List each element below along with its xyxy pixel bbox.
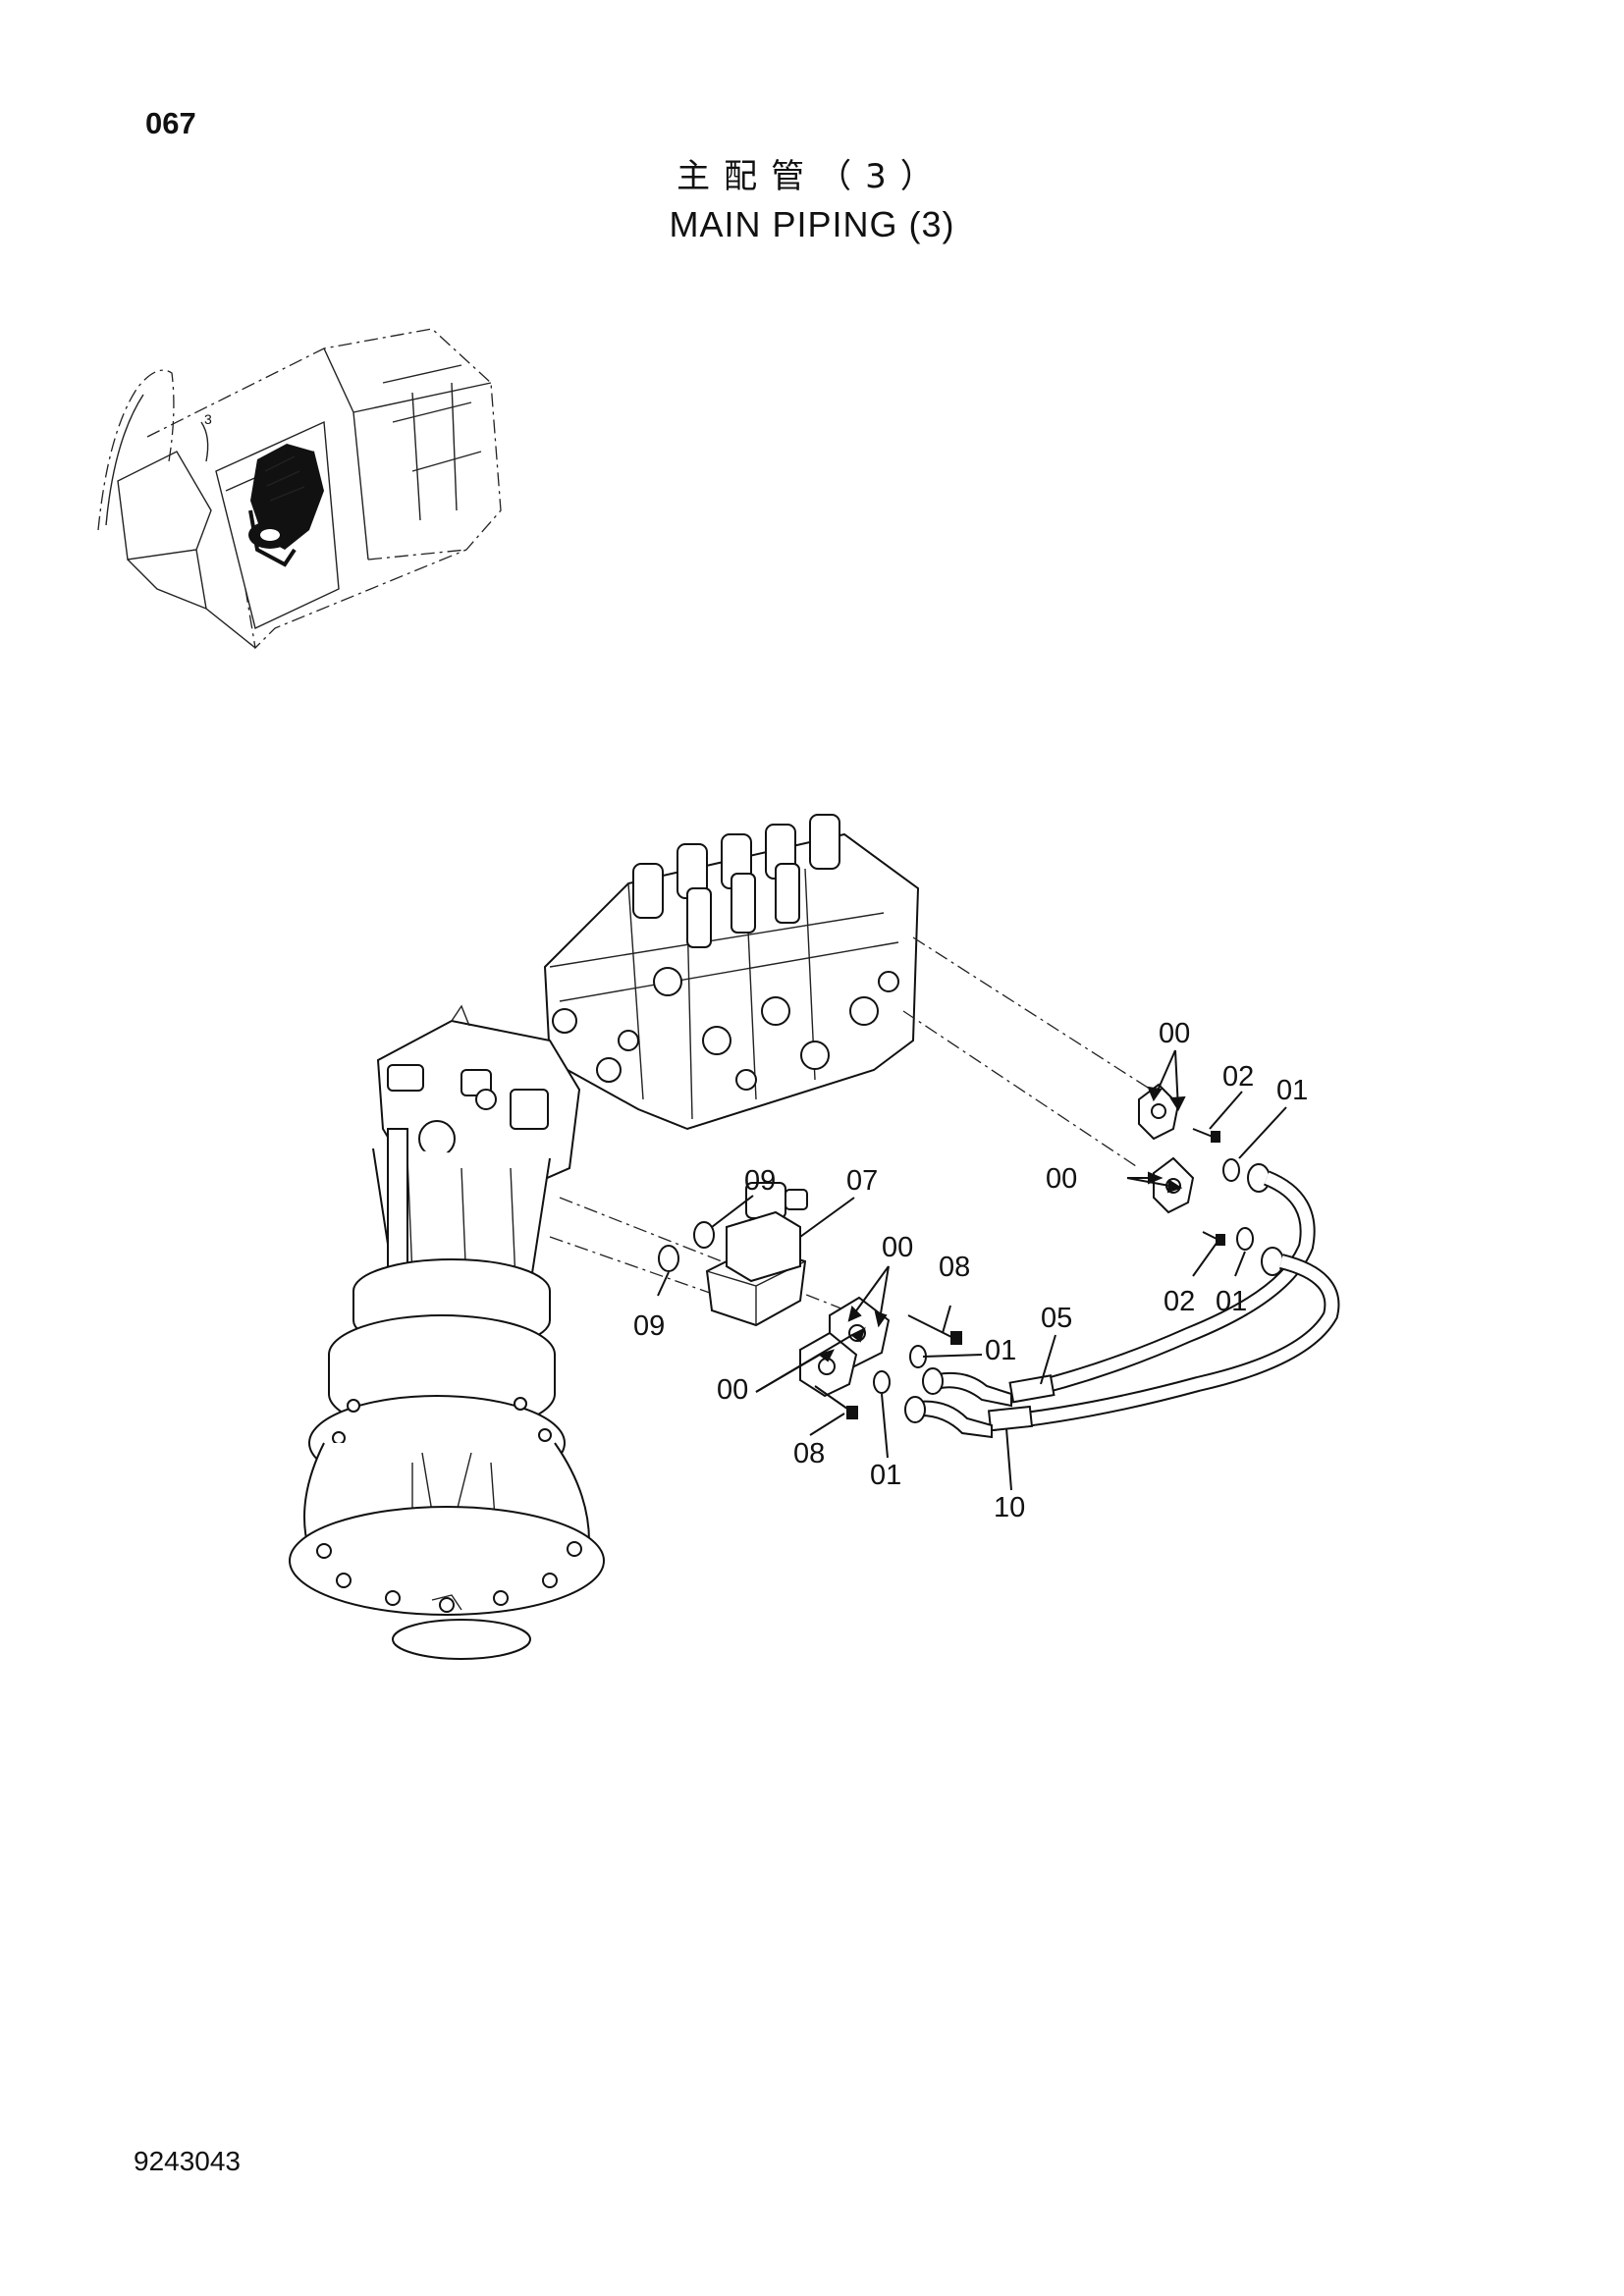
callout-00-center: 00 xyxy=(882,1232,913,1263)
title-japanese: 主配管（3） xyxy=(677,157,947,196)
callout-00-left: 00 xyxy=(717,1374,748,1406)
svg-text:3: 3 xyxy=(204,411,212,427)
machine-overview-illustration: 3 xyxy=(97,328,502,650)
callout-10: 10 xyxy=(994,1492,1025,1523)
hose-assembly xyxy=(658,1083,1340,1439)
callout-02-top: 02 xyxy=(1222,1061,1254,1093)
callout-labels: 00 02 01 00 02 01 09 07 09 00 08 01 05 0… xyxy=(633,1018,1308,1523)
callout-01-center: 01 xyxy=(985,1335,1016,1366)
document-id: 9243043 xyxy=(134,2146,242,2176)
callout-08-lower: 08 xyxy=(793,1438,825,1469)
page-number: 067 xyxy=(145,106,196,140)
control-valve-assembly xyxy=(543,814,920,1131)
centerlines xyxy=(549,936,1160,1326)
callout-01-lower: 01 xyxy=(870,1460,901,1491)
callout-05: 05 xyxy=(1041,1303,1072,1334)
callout-09-lower: 09 xyxy=(633,1310,665,1342)
callout-08-upper: 08 xyxy=(939,1252,970,1283)
callout-02-mid: 02 xyxy=(1164,1286,1195,1317)
callout-00-mid: 00 xyxy=(1046,1163,1077,1195)
callout-00-top: 00 xyxy=(1159,1018,1190,1049)
title-english: MAIN PIPING (3) xyxy=(669,204,955,244)
callout-01-mid: 01 xyxy=(1216,1286,1247,1317)
callout-09-upper: 09 xyxy=(744,1165,776,1197)
callout-01-top: 01 xyxy=(1276,1075,1308,1106)
leader-lines xyxy=(657,1049,1287,1491)
swing-motor-assembly xyxy=(289,1004,605,1660)
callout-07: 07 xyxy=(846,1165,878,1197)
